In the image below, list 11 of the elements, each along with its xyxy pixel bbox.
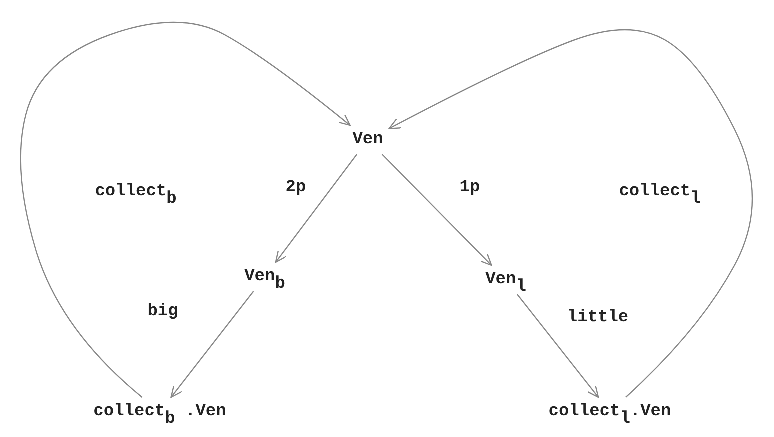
edge-label: 1p [458, 178, 482, 200]
edge-label: little [566, 308, 630, 330]
arrow [20, 22, 351, 398]
arrow [388, 30, 753, 398]
arrow [170, 291, 254, 398]
node-label: Ven [350, 128, 386, 152]
arrow [275, 154, 358, 264]
arrow [382, 154, 492, 266]
edge-label: big [146, 302, 180, 324]
edge-label: 2p [284, 178, 308, 200]
arrow [516, 294, 600, 398]
